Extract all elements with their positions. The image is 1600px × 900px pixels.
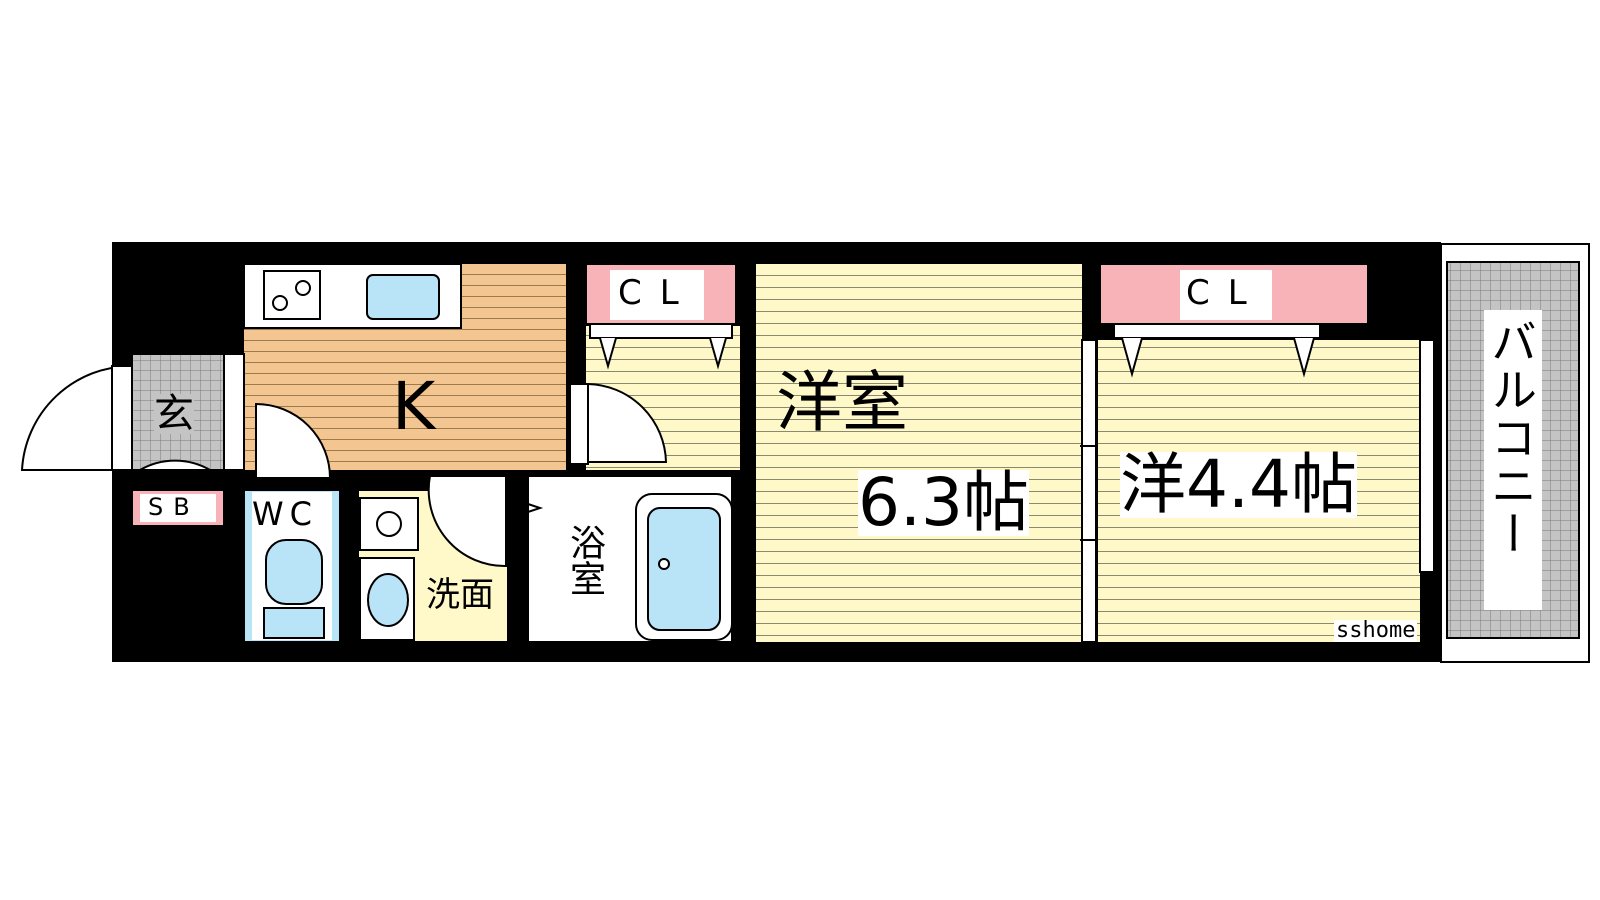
sliding-partition (1081, 339, 1097, 643)
basin (367, 573, 409, 627)
bath-door (527, 502, 544, 514)
room-door-swing (587, 382, 668, 463)
front-door-gap (111, 365, 133, 471)
burner-2 (295, 280, 311, 296)
toilet-tank (263, 607, 325, 639)
burner-1 (272, 295, 288, 311)
bathtub-inner (647, 507, 721, 631)
western-room-2-floor (1098, 340, 1420, 642)
front-door-swing (20, 364, 133, 471)
sink (366, 274, 440, 320)
stove (263, 270, 321, 320)
entrance-tile (131, 353, 225, 471)
entrance-floor-step (223, 353, 245, 471)
toilet-door-swing (255, 402, 332, 479)
western-room-floor-main (756, 264, 1082, 642)
closet-2-track (1113, 323, 1321, 339)
toilet-bowl (265, 539, 323, 605)
closet-1-track (589, 323, 733, 339)
inner-door-swing (136, 459, 214, 471)
washroom-door-swing (427, 475, 507, 568)
balcony-window (1419, 339, 1435, 573)
